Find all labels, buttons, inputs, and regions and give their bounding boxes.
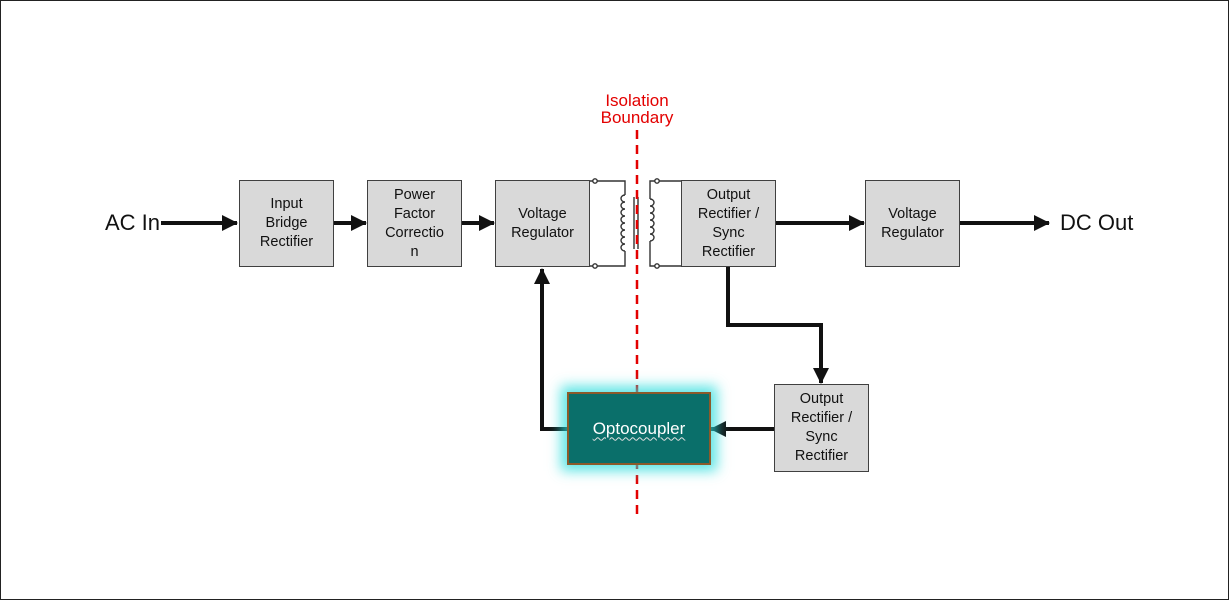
optocoupler-block: Optocoupler — [567, 392, 711, 465]
power-factor-correction-block: Power Factor Correctio n — [367, 180, 462, 267]
arrow-optocoupler-to-regulator — [534, 268, 567, 431]
arrow-rectifier-to-feedback-rectifier — [726, 267, 829, 384]
dc-out-label: DC Out — [1060, 210, 1134, 235]
transformer-symbol — [590, 178, 681, 269]
isolation-boundary-label: Isolation Boundary — [600, 91, 674, 127]
optocoupler-label: Optocoupler — [592, 418, 686, 438]
voltage-regulator-output-block: Voltage Regulator — [865, 180, 960, 267]
voltage-regulator-primary-block: Voltage Regulator — [495, 180, 590, 267]
output-rectifier-main-block: Output Rectifier / Sync Rectifier — [681, 180, 776, 267]
input-bridge-rectifier-block: Input Bridge Rectifier — [239, 180, 334, 267]
ac-in-label: AC In — [105, 210, 161, 235]
output-rectifier-feedback-block: Output Rectifier / Sync Rectifier — [774, 384, 869, 472]
